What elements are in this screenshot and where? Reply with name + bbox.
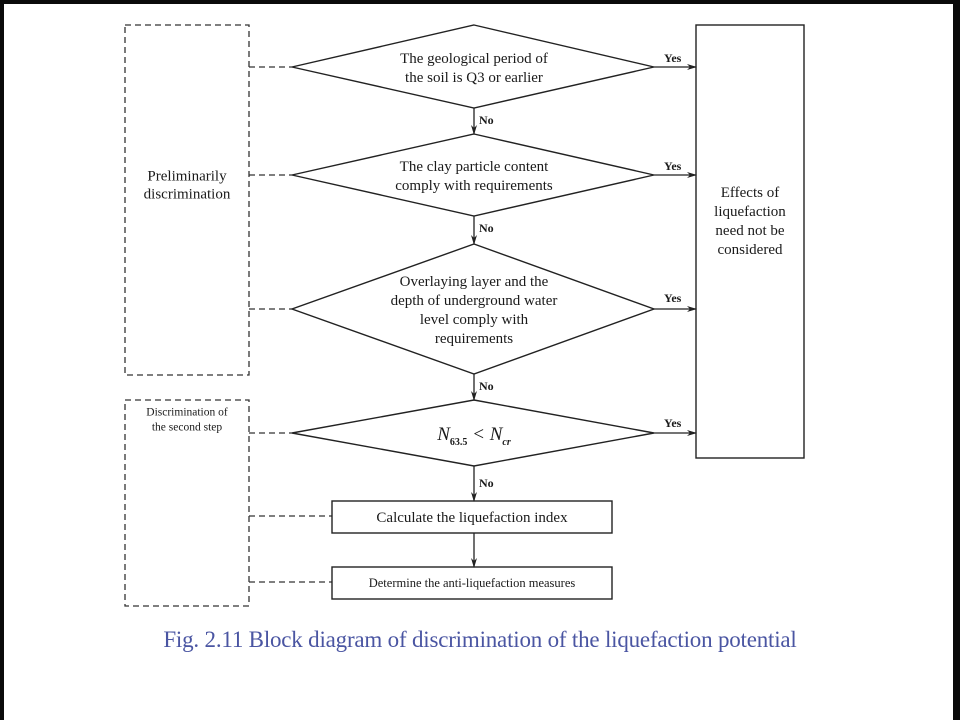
decision-text-line: Overlaying layer and the (400, 274, 549, 290)
decision-text-line: requirements (435, 331, 513, 347)
yes-label: Yes (664, 159, 682, 173)
formula-n: N (436, 424, 451, 445)
decision-text-line: The clay particle content (400, 159, 550, 175)
group-label-line: discrimination (144, 186, 231, 202)
no-label: No (479, 476, 494, 490)
decision-n-comparison-text: N63.5 < Ncr (436, 424, 511, 448)
decision-clay-content-text: The clay particle content comply with req… (395, 159, 553, 194)
decision-overlaying-layer-text: Overlaying layer and the depth of undergr… (391, 274, 558, 347)
decision-text-line: depth of underground water (391, 293, 558, 309)
yes-label: Yes (664, 291, 682, 305)
decision-text-line: level comply with (420, 312, 529, 328)
decision-text-line: the soil is Q3 or earlier (405, 70, 543, 86)
yes-label: Yes (664, 416, 682, 430)
terminal-text-line: Effects of (721, 185, 779, 201)
process-anti-measures-text: Determine the anti-liquefaction measures (369, 576, 576, 590)
process-anti-measures (331, 566, 613, 600)
group-label-preliminary-lines: Preliminarily discrimination (144, 168, 231, 202)
decision-text-line: comply with requirements (395, 178, 553, 194)
group-box-second-step (124, 399, 250, 607)
group-label-line: Discrimination of (146, 407, 228, 419)
process-calc-index-text: Calculate the liquefaction index (376, 510, 568, 526)
group-label-line: Preliminarily (147, 168, 227, 184)
formula-sub-63-5: 63.5 (450, 437, 468, 448)
terminal-text-line: need not be (715, 223, 784, 239)
formula-sub-cr: cr (502, 437, 510, 448)
terminal-text-line: liquefaction (714, 204, 786, 220)
group-label-line: the second step (152, 422, 223, 434)
decision-clay-content (291, 133, 655, 217)
group-label-second-step-lines: Discrimination of the second step (146, 407, 228, 434)
process-calc-index (331, 500, 613, 534)
no-label: No (479, 113, 494, 127)
terminal-text: Effects of liquefaction need not be conside… (714, 185, 786, 258)
terminal-text-line: considered (718, 242, 783, 258)
decision-text-line: The geological period of (400, 51, 548, 67)
no-label: No (479, 379, 494, 393)
no-label: No (479, 221, 494, 235)
decision-geological-period-text: The geological period of the soil is Q3 o… (400, 51, 548, 86)
decision-overlaying-layer (289, 243, 657, 375)
group-box-preliminary (124, 24, 250, 376)
yes-label: Yes (664, 51, 682, 65)
formula-op: < N (467, 424, 503, 445)
figure-caption: Fig. 2.11 Block diagram of discriminatio… (163, 627, 797, 652)
terminal-no-liquefaction (695, 24, 805, 459)
